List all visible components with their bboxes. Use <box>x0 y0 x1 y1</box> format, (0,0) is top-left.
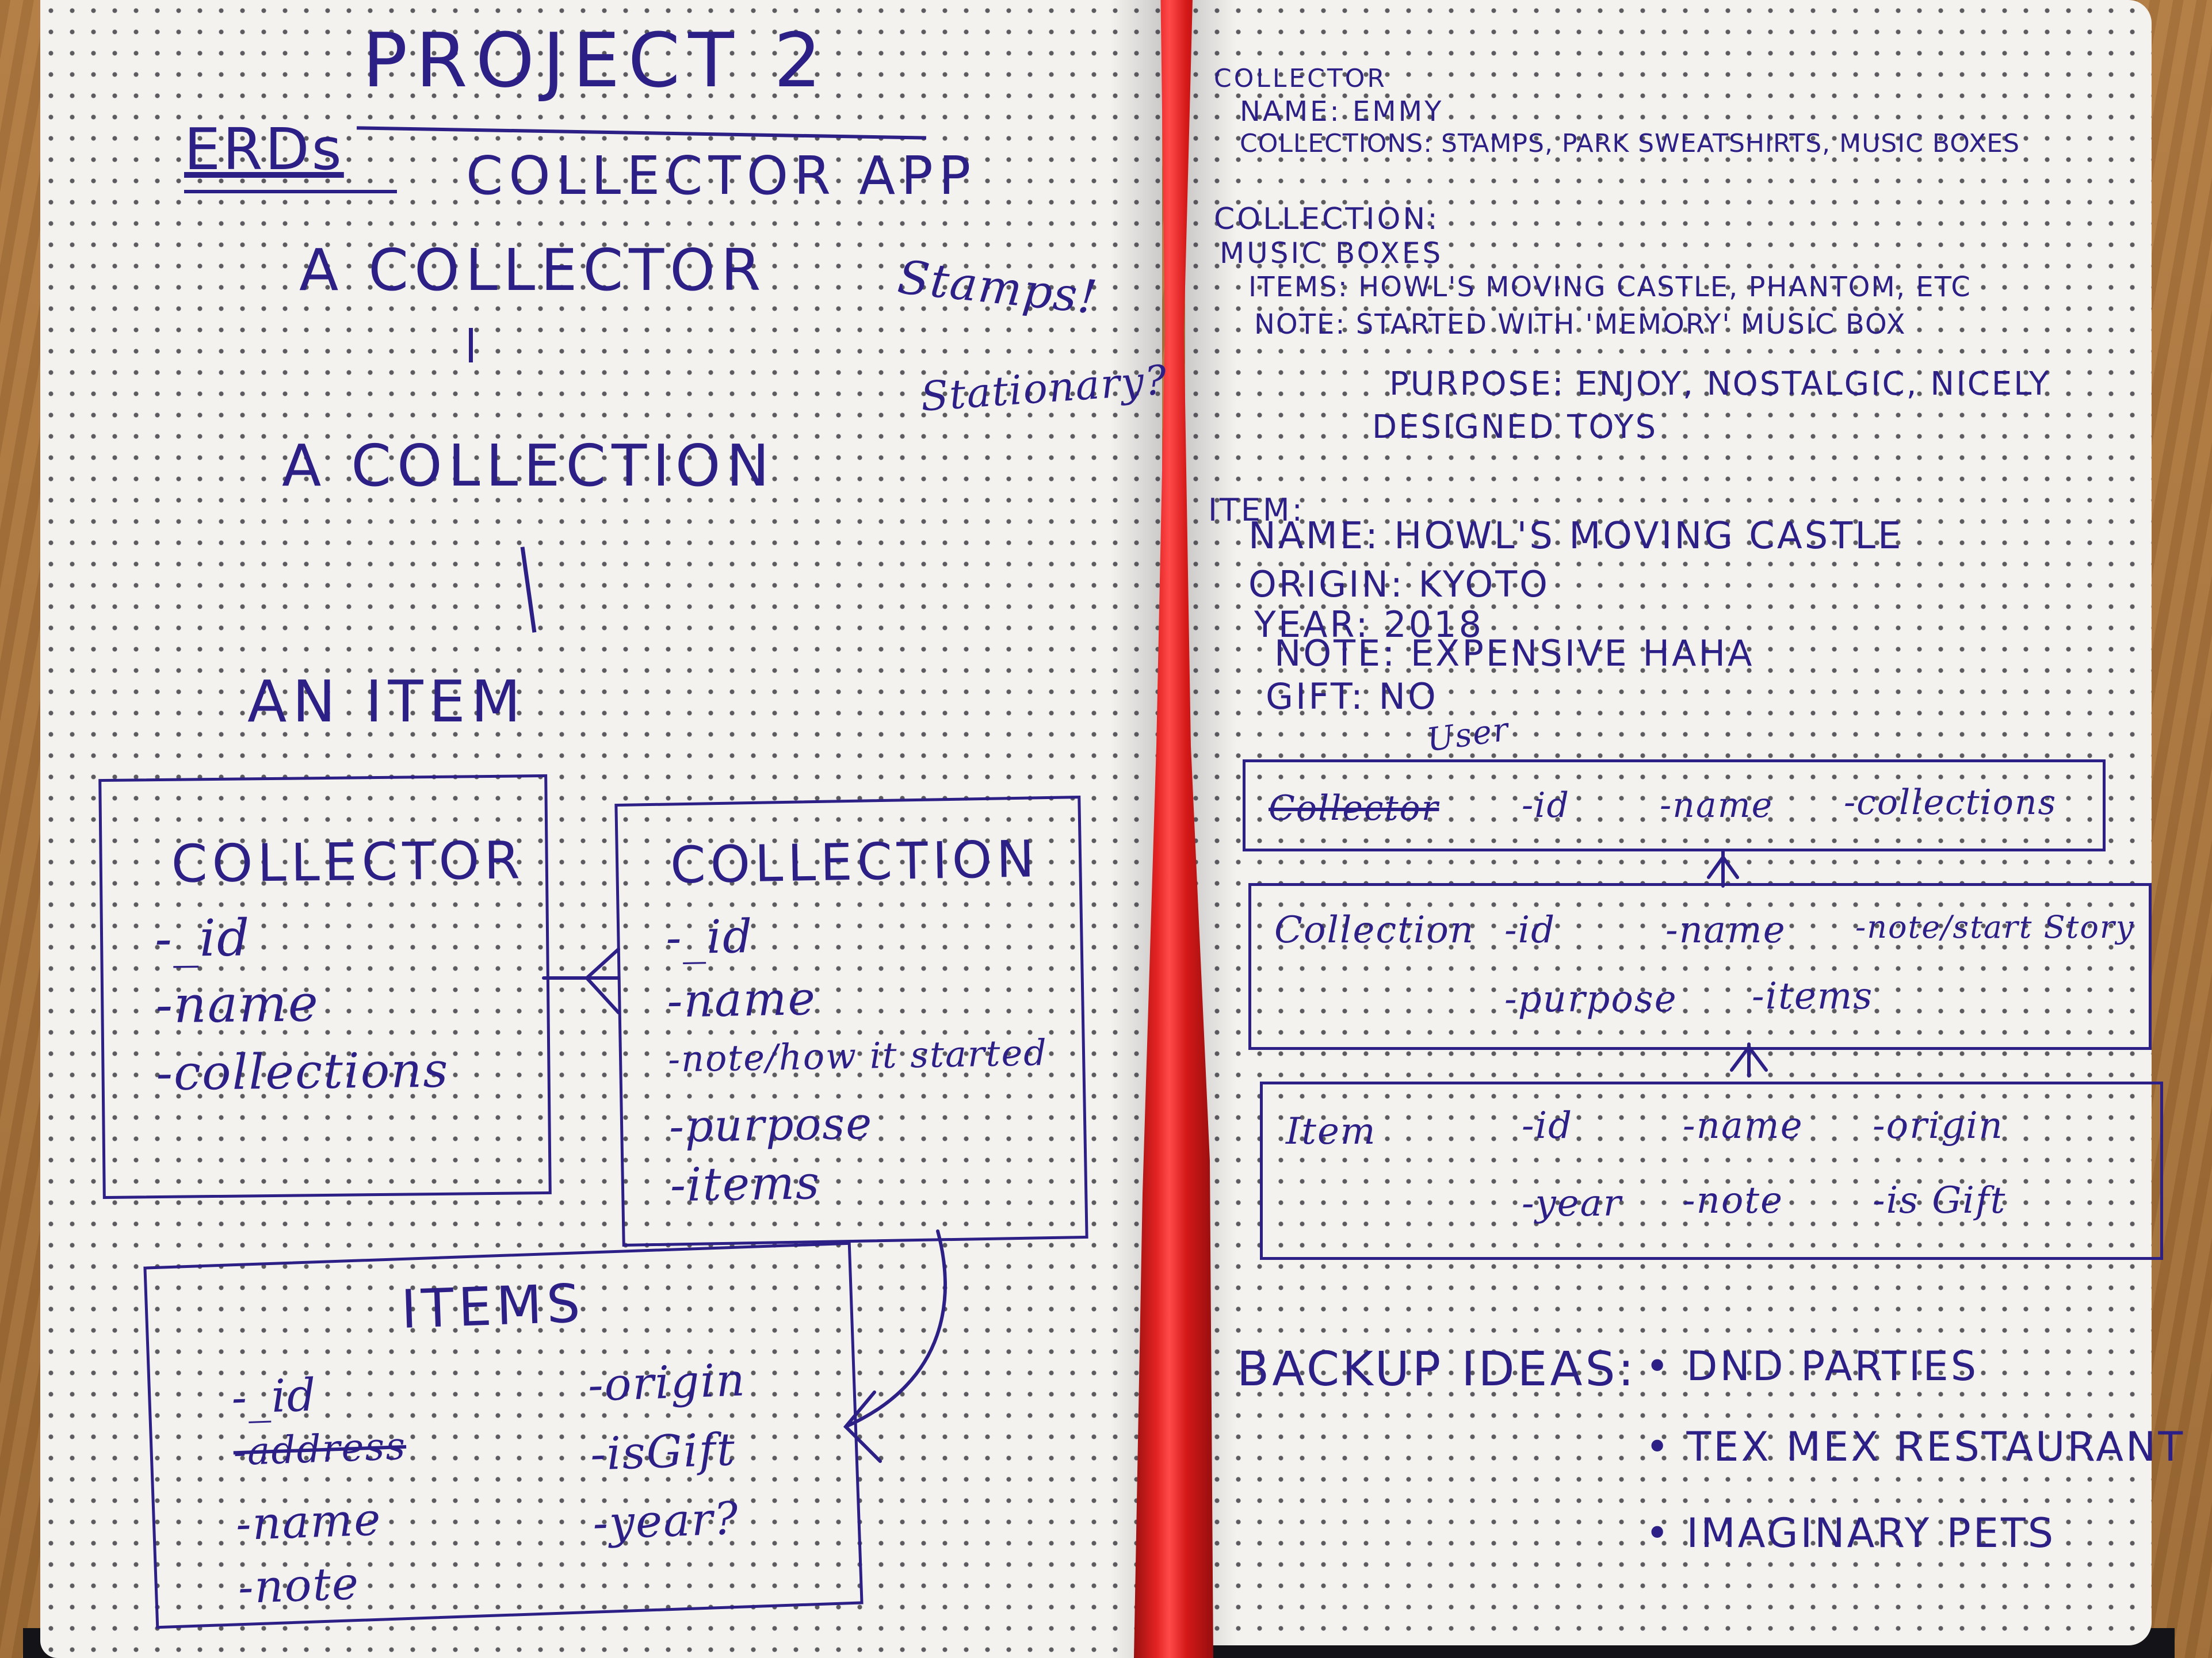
erd-collection-field: -note/start Story <box>1855 909 2135 945</box>
collector-header: COLLECTOR <box>1214 64 1387 93</box>
erd-item-field: -year <box>1522 1182 1622 1225</box>
item-note: NOTE: EXPENSIVE HAHA <box>1274 632 1755 674</box>
backup-idea-item: • DND PARTIES <box>1645 1343 1979 1390</box>
erd-collector-title: Collector <box>1269 788 1439 828</box>
backup-idea-item: • TEX MEX RESTAURANT <box>1645 1423 2186 1470</box>
collection-purpose: PURPOSE: ENJOY, NOSTALGIC, NICELY <box>1389 365 2051 403</box>
erd-collector-box: Collector -id -name -collections <box>1243 759 2106 851</box>
erd-collection-field: -purpose <box>1504 978 1678 1021</box>
item-name: NAME: HOWL'S MOVING CASTLE <box>1248 515 1904 557</box>
page-title: PROJECT 2 <box>362 17 830 104</box>
erd-item-field: -is Gift <box>1873 1179 2007 1222</box>
app-name: COLLECTOR APP <box>466 145 977 207</box>
erd-collection-field: -name <box>1665 909 1786 952</box>
erd-collection-box: Collection -id -name -note/start Story -… <box>1248 883 2152 1050</box>
collector-collections: COLLECTIONS: STAMPS, PARK SWEATSHIRTS, M… <box>1240 129 2020 158</box>
erd-item-field: -note <box>1683 1179 1783 1222</box>
hierarchy-line-1 <box>469 328 473 362</box>
left-page <box>40 0 1162 1658</box>
erd-collection-field: -id <box>1504 909 1556 952</box>
backup-idea-text: DND PARTIES <box>1686 1343 1979 1390</box>
erd-collection-field: -items <box>1752 975 1874 1018</box>
erd-collection-title: Collection <box>1274 909 1475 952</box>
erd-item-box: Item -id -name -origin -year -note -is G… <box>1260 1082 2163 1260</box>
erd-item-title: Item <box>1286 1110 1377 1153</box>
collection-purpose-cont: DESIGNED TOYS <box>1372 408 1658 446</box>
item-header: ITEM: <box>1208 492 1305 528</box>
backup-ideas-label: BACKUP IDEAS: <box>1237 1342 1637 1397</box>
collection-name: MUSIC BOXES <box>1220 236 1443 270</box>
item-year: YEAR: 2018 <box>1254 603 1484 645</box>
backup-idea-text: TEX MEX RESTAURANT <box>1686 1423 2186 1470</box>
item-origin: ORIGIN: KYOTO <box>1248 563 1550 605</box>
erd-collector-field: -id <box>1522 785 1570 826</box>
collector-name: NAME: EMMY <box>1240 95 1444 128</box>
hierarchy-collection: A COLLECTION <box>282 432 775 499</box>
collection-note: NOTE: STARTED WITH 'MEMORY' MUSIC BOX <box>1254 308 1907 341</box>
hierarchy-item: AN ITEM <box>247 668 527 735</box>
erd-item-field: -id <box>1522 1105 1573 1147</box>
erds-label: ERDs <box>184 116 344 183</box>
erd-collector-field: -collections <box>1844 782 2057 823</box>
erd-item-field: -origin <box>1873 1105 2004 1147</box>
erds-underline <box>184 190 397 193</box>
backup-idea-text: IMAGINARY PETS <box>1686 1510 2056 1557</box>
erd-collector-field: -name <box>1660 785 1774 826</box>
collection-items: ITEMS: HOWL'S MOVING CASTLE, PHANTOM, ET… <box>1248 271 1972 303</box>
erd-item-field: -name <box>1683 1105 1804 1147</box>
collection-header: COLLECTION: <box>1214 202 1440 236</box>
item-gift: GIFT: NO <box>1266 675 1438 717</box>
hierarchy-collector: A COLLECTOR <box>299 236 767 304</box>
backup-idea-item: • IMAGINARY PETS <box>1645 1510 2056 1557</box>
